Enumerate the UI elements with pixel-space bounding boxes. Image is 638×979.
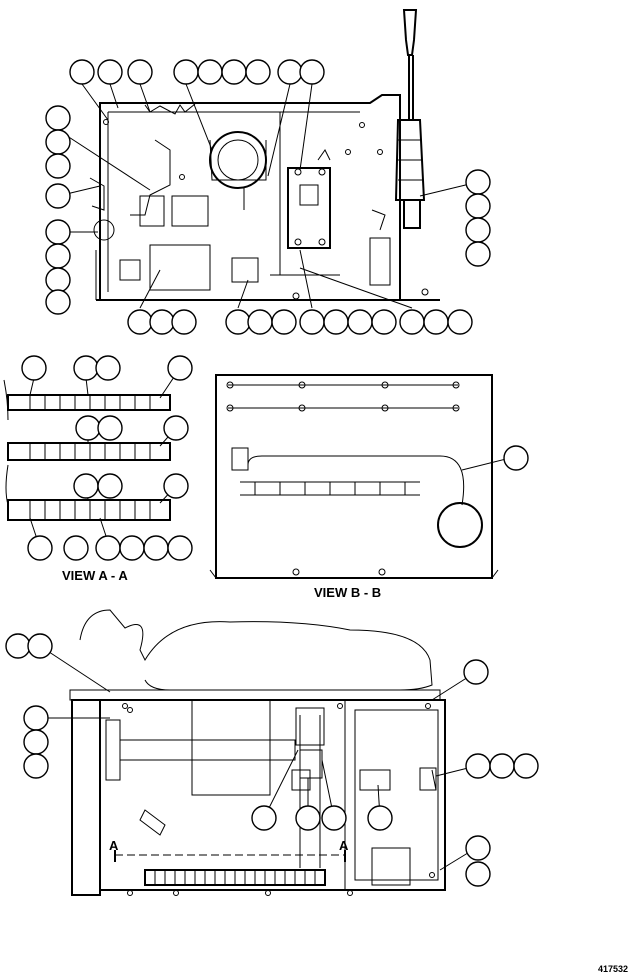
view-b-b-label: VIEW B - B xyxy=(314,585,381,600)
figure-number: 417532 xyxy=(598,964,628,974)
view-a-a: VIEW A - A xyxy=(3,355,193,583)
view-a-a-label: VIEW A - A xyxy=(62,568,128,583)
section-mark-left: A xyxy=(109,838,119,853)
top-assembly xyxy=(89,9,440,301)
bottom-assembly: A A xyxy=(5,609,539,896)
view-b-b: VIEW B - B xyxy=(209,374,529,600)
top-callouts xyxy=(45,59,491,335)
section-mark-right: A xyxy=(339,838,349,853)
